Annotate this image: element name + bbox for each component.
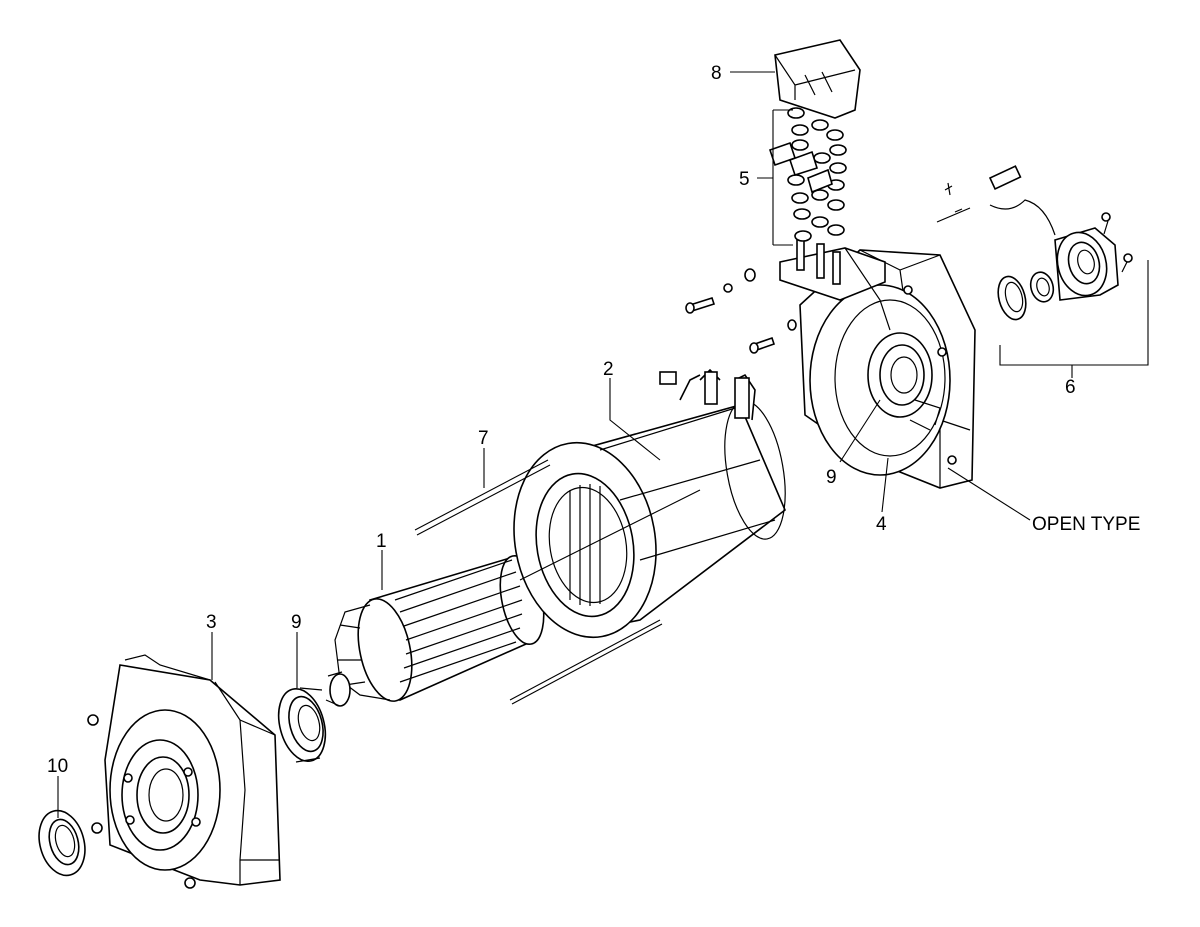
part-10-seal — [38, 809, 86, 877]
callout-10: 10 — [47, 756, 68, 777]
leader-open-type — [947, 467, 1031, 521]
leader-2 — [609, 378, 661, 461]
callout-5: 5 — [739, 169, 750, 190]
callout-8: 8 — [711, 63, 722, 84]
part-8-terminal-cover — [774, 39, 861, 119]
part-6-bearing-cover — [936, 165, 1133, 321]
callout-labels: 8 5 6 2 7 1 3 9 10 9 4 OPEN TYPE — [47, 63, 1140, 777]
leader-lines — [57, 71, 1149, 818]
callout-9-right: 9 — [826, 467, 837, 488]
leader-9-right — [839, 399, 881, 463]
part-2-stator — [513, 368, 786, 639]
leader-6 — [999, 260, 1149, 378]
callout-2: 2 — [603, 359, 614, 380]
callout-open-type: OPEN TYPE — [1032, 514, 1140, 535]
frame-bolts — [685, 268, 797, 354]
callout-6: 6 — [1065, 377, 1076, 398]
callout-4: 4 — [876, 514, 887, 535]
callout-7: 7 — [478, 428, 489, 449]
callout-1: 1 — [376, 531, 387, 552]
part-9-bearing-left — [277, 687, 327, 763]
callout-9-left: 9 — [291, 612, 302, 633]
callout-3: 3 — [206, 612, 217, 633]
part-4-front-frame — [799, 249, 976, 489]
leader-4 — [881, 457, 889, 513]
leader-5 — [757, 109, 793, 246]
part-5-terminal-hardware — [768, 92, 891, 331]
part-7-tie-rods — [414, 459, 701, 705]
part-1-rotor — [325, 554, 545, 707]
part-3-end-shield — [87, 654, 281, 889]
